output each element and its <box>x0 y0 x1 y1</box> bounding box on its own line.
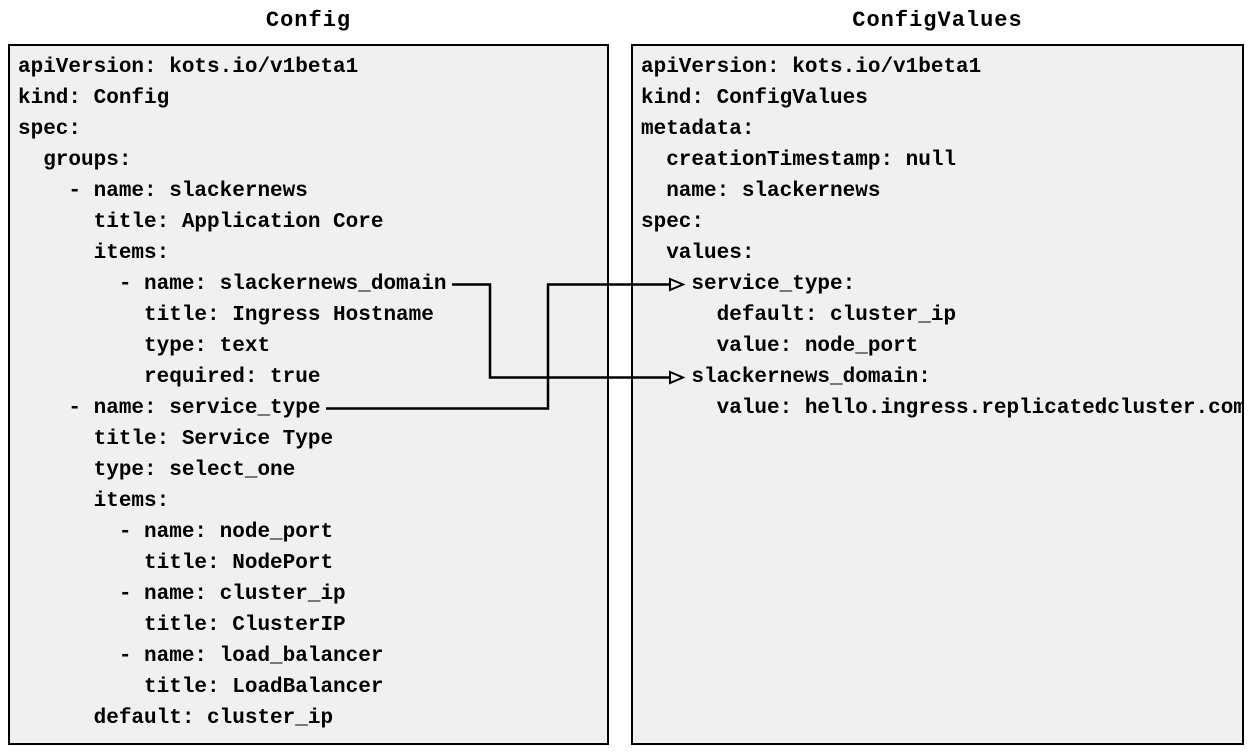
config-panel-title: Config <box>265 8 352 33</box>
configvalues-panel-title: ConfigValues <box>852 8 1023 33</box>
config-yaml-box: apiVersion: kots.io/v1beta1 kind: Config… <box>8 44 609 745</box>
configvalues-yaml-box: apiVersion: kots.io/v1beta1 kind: Config… <box>631 44 1244 745</box>
